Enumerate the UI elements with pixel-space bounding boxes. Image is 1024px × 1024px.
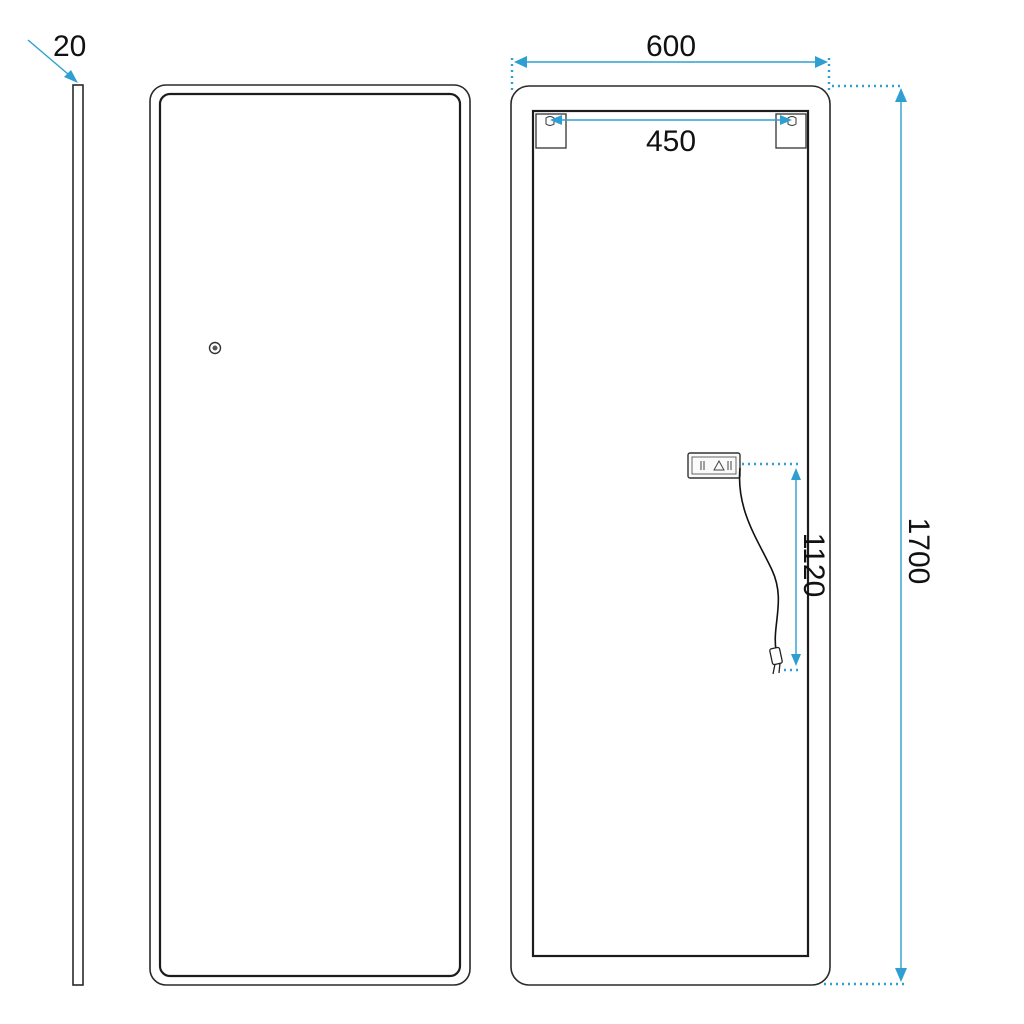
width-arrow-right (815, 56, 828, 68)
depth-leader-line (27, 39, 76, 81)
back-frame-outer (510, 85, 831, 986)
hook-spacing-label: 450 (646, 125, 696, 158)
back-panel-inner (531, 109, 810, 958)
side-profile (72, 84, 84, 986)
left-hook-bracket (535, 113, 567, 149)
back-view: 450 1120 600 (510, 30, 935, 986)
depth-arrowhead (64, 70, 78, 83)
hook-spacing-arrow-right (780, 115, 792, 125)
width-label: 600 (646, 30, 696, 63)
front-view (149, 84, 471, 986)
power-cable (738, 467, 780, 651)
height-arrow-top (895, 88, 907, 102)
right-hook-bracket (775, 113, 807, 149)
touch-sensor-icon (208, 341, 222, 355)
height-label: 1700 (902, 518, 935, 585)
hook-spacing-arrow-left (550, 115, 562, 125)
outlet-height-label: 1120 (797, 533, 830, 598)
width-arrow-left (514, 56, 527, 68)
outlet-height-arrow-top (791, 468, 801, 480)
front-frame-outer (149, 84, 471, 986)
led-driver-box-icon (687, 452, 741, 479)
height-arrow-bottom (895, 968, 907, 982)
power-plug-icon (769, 646, 783, 675)
outlet-height-arrow-bottom (791, 654, 801, 666)
depth-label: 20 (53, 30, 86, 63)
front-mirror-inner (158, 92, 462, 978)
side-view: 20 (27, 30, 86, 986)
